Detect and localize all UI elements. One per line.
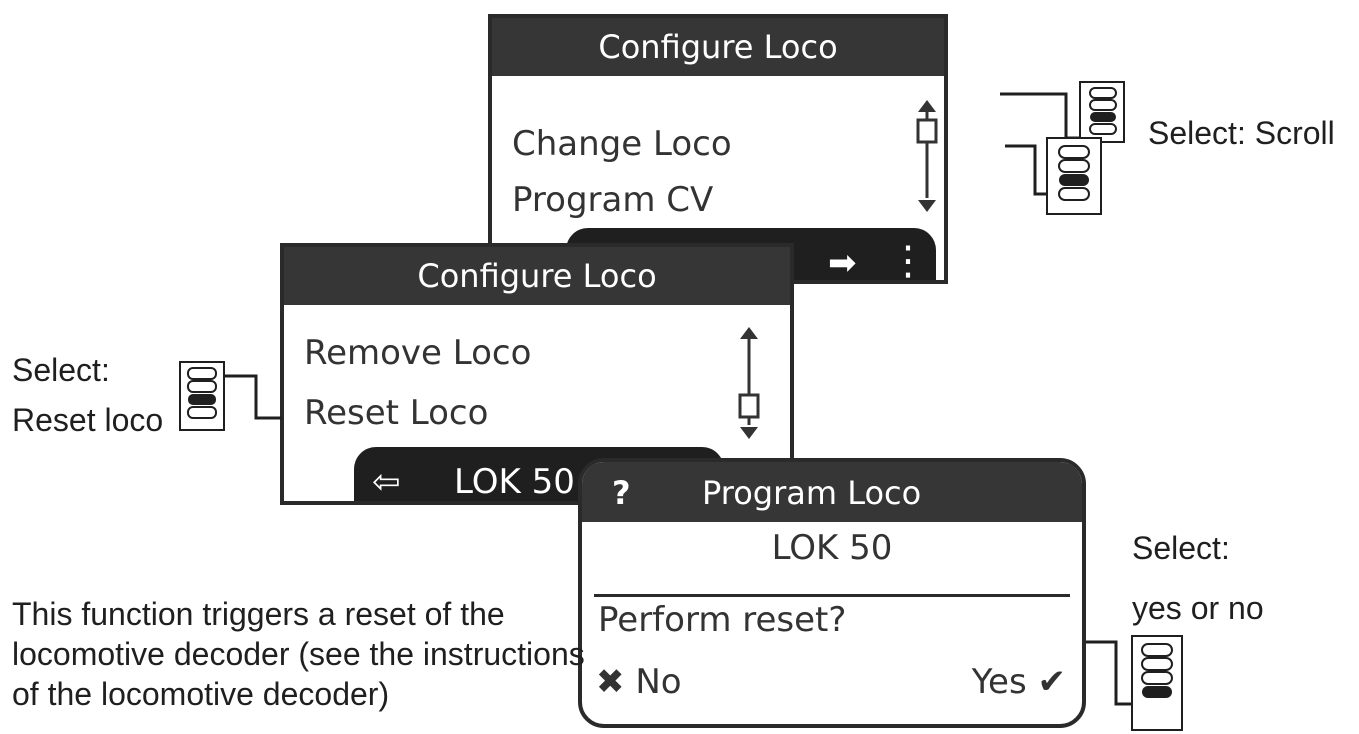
scroll-bar-icon[interactable]	[734, 325, 764, 445]
device-slider-icon	[1005, 137, 1102, 215]
device-slider-icon	[1000, 81, 1125, 143]
label-select: Select:	[12, 352, 110, 388]
screen-title: Configure Loco	[284, 247, 790, 305]
program-loco-dialog: ? Program Loco LOK 50 Perform reset? ✖ N…	[578, 458, 1086, 728]
label-select-scroll: Select: Scroll	[1148, 115, 1335, 151]
scroll-bar-icon[interactable]	[912, 98, 942, 218]
device-slider-icon	[179, 361, 282, 431]
yes-label: Yes	[971, 662, 1027, 702]
dialog-loco-name: LOK 50	[771, 528, 893, 568]
cross-icon: ✖	[596, 662, 625, 702]
arrow-left-icon[interactable]: ⇦	[372, 462, 401, 502]
label-yes-or-no: yes or no	[1132, 590, 1264, 626]
divider-mark: ⋮	[888, 238, 928, 284]
label-select: Select:	[1132, 530, 1230, 566]
menu-item-change-loco[interactable]: Change Loco	[512, 124, 732, 164]
check-icon: ✔	[1037, 662, 1067, 702]
no-button[interactable]: ✖ No	[596, 662, 682, 702]
navbar-label: LOK 50	[454, 462, 575, 502]
dialog-title: Program Loco	[702, 474, 922, 512]
configure-loco-screen-1: Configure Loco Change Loco Program CV ⇦ …	[488, 14, 948, 284]
arrow-right-icon[interactable]: ➡	[828, 243, 857, 283]
dialog-question: Perform reset?	[598, 600, 847, 640]
device-slider-icon	[1086, 635, 1183, 731]
dialog-title-bar: ? Program Loco	[582, 462, 1082, 522]
label-reset-loco: Reset loco	[12, 402, 164, 438]
menu-item-remove-loco[interactable]: Remove Loco	[304, 333, 532, 373]
no-label: No	[635, 662, 682, 702]
menu-item-reset-loco[interactable]: Reset Loco	[304, 393, 489, 433]
menu-item-program-cv[interactable]: Program CV	[512, 180, 714, 220]
question-icon: ?	[612, 474, 631, 512]
description-text: This function triggers a reset of the lo…	[12, 596, 585, 712]
divider	[594, 594, 1070, 597]
yes-button[interactable]: Yes ✔	[972, 662, 1066, 702]
screen-title: Configure Loco	[492, 18, 944, 76]
